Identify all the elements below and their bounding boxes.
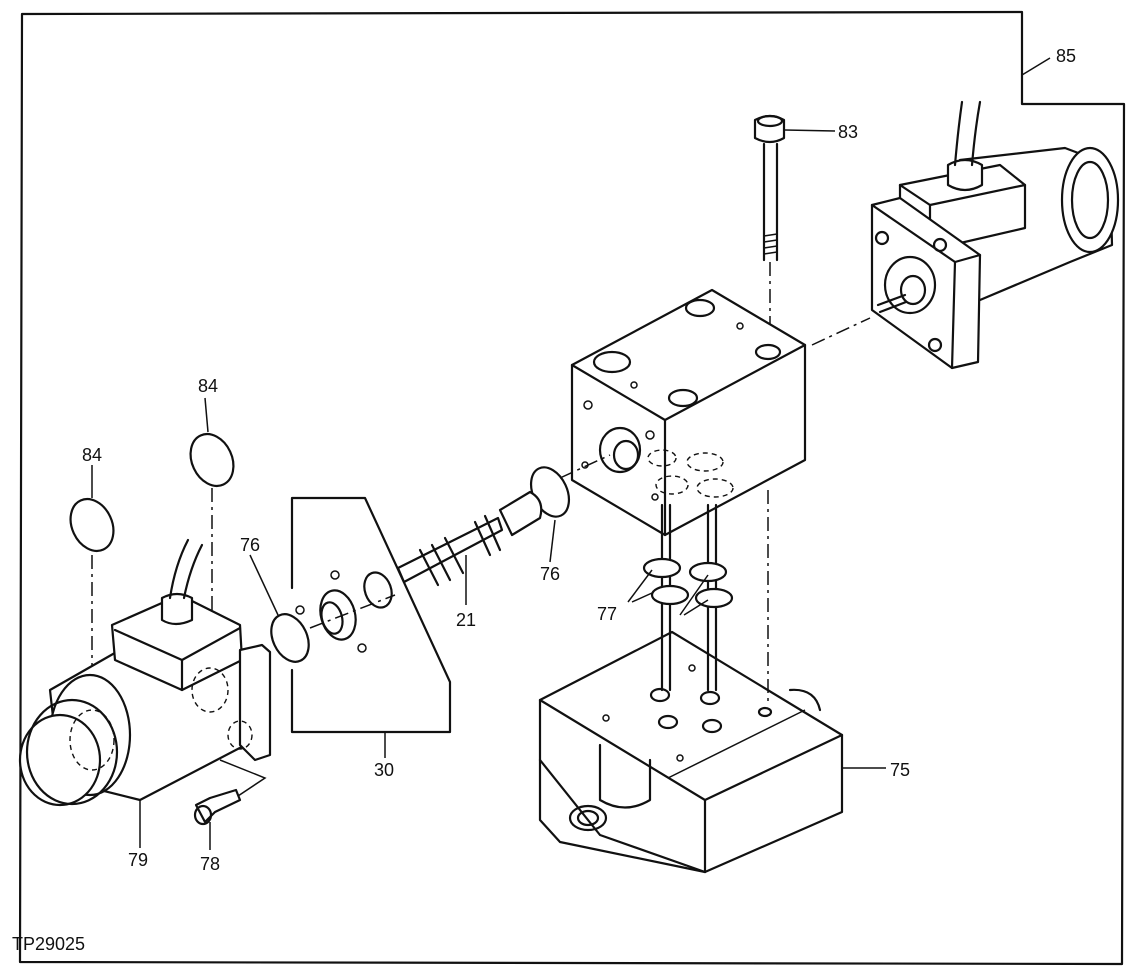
figure-id: TP29025 [12,934,85,954]
callout-76-right: 76 [540,564,560,584]
callout-76-left: 76 [240,535,260,555]
solenoid-left-79 [18,538,272,807]
screw-78 [193,788,242,826]
callout-79: 79 [128,850,148,870]
o-ring-84-upper [189,433,235,487]
solenoid-right [870,100,1120,370]
o-ring-84-lower [69,498,115,552]
o-ring-76-left [270,613,310,663]
diagram-frame [18,10,1126,966]
kit-30-bracket [290,496,452,734]
callout-78: 78 [200,854,220,874]
callout-21: 21 [456,610,476,630]
leader-lines [91,57,1051,850]
callout-85: 85 [1056,46,1076,66]
callout-77: 77 [597,604,617,624]
callout-84-lower: 84 [82,445,102,465]
spool-21 [396,454,611,587]
bolt-83 [753,114,786,345]
callout-84-upper: 84 [198,376,218,396]
callout-75: 75 [890,760,910,780]
o-rings-77 [642,557,734,609]
sub-plate-75 [538,630,844,874]
valve-body [570,288,871,537]
callout-30: 30 [374,760,394,780]
callout-83: 83 [838,122,858,142]
